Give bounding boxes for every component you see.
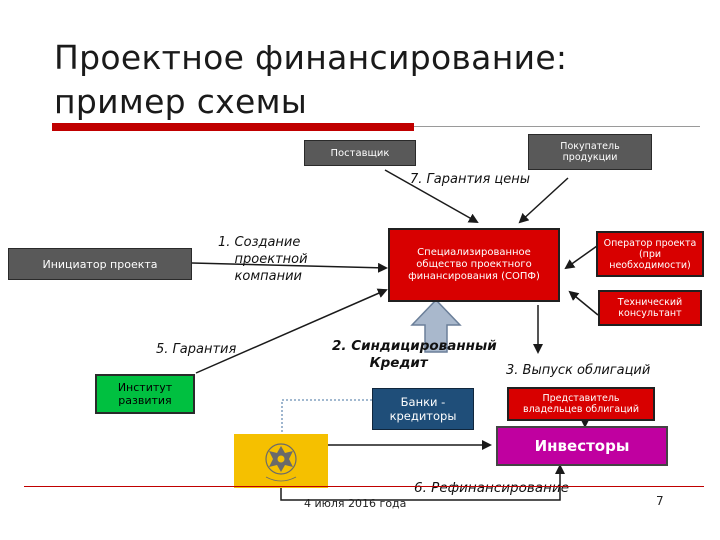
buyer-box: Покупатель продукции bbox=[528, 134, 652, 170]
big-up-arrow bbox=[410, 298, 462, 353]
institute-box: Институт развития bbox=[95, 374, 195, 414]
step-1-label: 1. Создание проектной компании bbox=[218, 235, 308, 284]
slide-title: Проектное финансирование: пример схемы bbox=[54, 36, 654, 124]
initiator-box: Инициатор проекта bbox=[8, 248, 192, 280]
investors-box: Инвесторы bbox=[496, 426, 668, 466]
arrow-buyer-spv bbox=[518, 177, 569, 224]
step-6-label: 6. Рефинансирование bbox=[414, 480, 570, 496]
arrow-operator-spv bbox=[564, 245, 598, 270]
consultant-box: Технический консультант bbox=[598, 290, 702, 326]
step-2-label: 2. Синдицированный Кредит bbox=[332, 338, 497, 371]
footer-line bbox=[24, 486, 704, 487]
investors-label: Инвесторы bbox=[534, 437, 630, 455]
banks-box: Банки - кредиторы bbox=[372, 388, 474, 430]
arrow-institute-spv bbox=[195, 288, 388, 374]
title-line-1: Проектное финансирование: bbox=[54, 38, 568, 77]
supplier-label: Поставщик bbox=[330, 147, 390, 159]
arrow-initiator-spv bbox=[191, 262, 388, 273]
bondholders-rep-label: Представитель владельцев облигаций bbox=[522, 393, 640, 415]
bondholders-rep-box: Представитель владельцев облигаций bbox=[507, 387, 655, 421]
arrow-refinancing bbox=[280, 464, 565, 501]
logo-caption-arc bbox=[265, 476, 297, 482]
spv-label: Специализированное общество проектного ф… bbox=[408, 247, 540, 282]
footer-date: 4 июля 2016 года bbox=[304, 497, 407, 510]
operator-label: Оператор проекта (при необходимости) bbox=[603, 237, 697, 271]
arrow-supplier-spv bbox=[384, 169, 479, 223]
title-accent-bar bbox=[52, 123, 414, 131]
spv-box: Специализированное общество проектного ф… bbox=[388, 228, 560, 302]
institute-label: Институт развития bbox=[117, 381, 173, 407]
eagle-emblem-icon bbox=[265, 443, 297, 482]
buyer-label: Покупатель продукции bbox=[560, 141, 620, 163]
step-5-label: 5. Гарантия bbox=[156, 342, 237, 357]
arrow-consultant-spv bbox=[568, 290, 599, 316]
page-number: 7 bbox=[656, 494, 664, 508]
consultant-label: Технический консультант bbox=[617, 297, 683, 319]
banks-label: Банки - кредиторы bbox=[389, 395, 457, 423]
dotted-banks-investors bbox=[281, 399, 372, 434]
operator-box: Оператор проекта (при необходимости) bbox=[596, 231, 704, 277]
initiator-label: Инициатор проекта bbox=[42, 257, 158, 271]
supplier-box: Поставщик bbox=[304, 140, 416, 166]
step-7-label: 7. Гарантия цены bbox=[410, 172, 531, 187]
title-line-2: пример схемы bbox=[54, 82, 308, 121]
step-3-label: 3. Выпуск облигаций bbox=[506, 363, 651, 378]
